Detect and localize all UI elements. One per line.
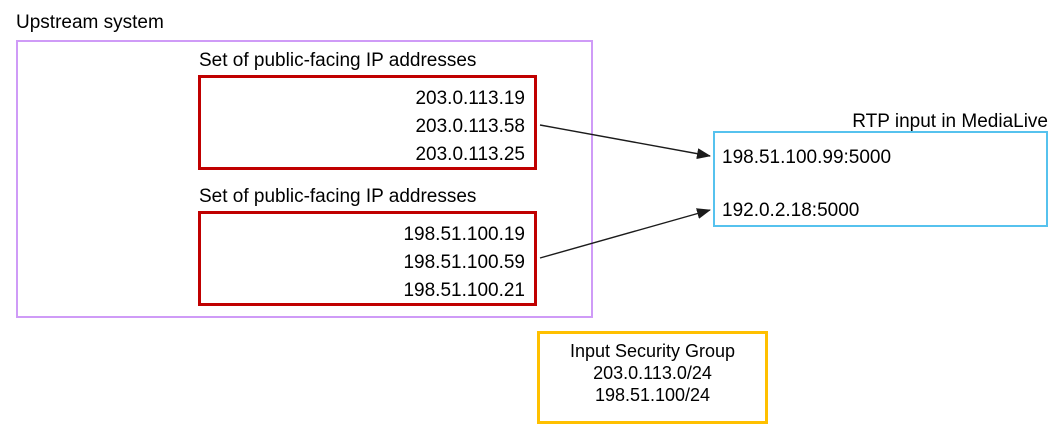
rtp-endpoint-line: 192.0.2.18:5000 (722, 200, 860, 221)
rtp-input-label: RTP input in MediaLive (852, 111, 1048, 132)
input-security-group-title: Input Security Group (569, 341, 736, 361)
ip-address-line: 203.0.113.19 (415, 88, 525, 109)
ip-set-2-box: 198.51.100.19 198.51.100.59 198.51.100.2… (198, 211, 537, 306)
ip-address-line: 198.51.100.19 (403, 224, 525, 245)
input-security-group-box: Input Security Group 203.0.113.0/24 198.… (537, 331, 768, 424)
ip-address-line: 203.0.113.25 (415, 144, 525, 165)
ip-address-line: 203.0.113.58 (415, 116, 525, 137)
ip-address-line: 198.51.100.59 (403, 252, 525, 273)
cidr-line: 198.51.100/24 (594, 385, 711, 405)
ip-set-1-box: 203.0.113.19 203.0.113.58 203.0.113.25 (198, 75, 537, 170)
rtp-endpoint-line: 198.51.100.99:5000 (722, 147, 892, 168)
ip-set-2-label: Set of public-facing IP addresses (199, 186, 477, 207)
upstream-system-label: Upstream system (16, 12, 164, 33)
ip-address-line: 198.51.100.21 (403, 280, 525, 301)
ip-set-1-label: Set of public-facing IP addresses (199, 50, 477, 71)
rtp-input-box: 198.51.100.99:5000 192.0.2.18:5000 (713, 131, 1048, 227)
upstream-system-box (16, 40, 593, 318)
cidr-line: 203.0.113.0/24 (593, 363, 712, 383)
